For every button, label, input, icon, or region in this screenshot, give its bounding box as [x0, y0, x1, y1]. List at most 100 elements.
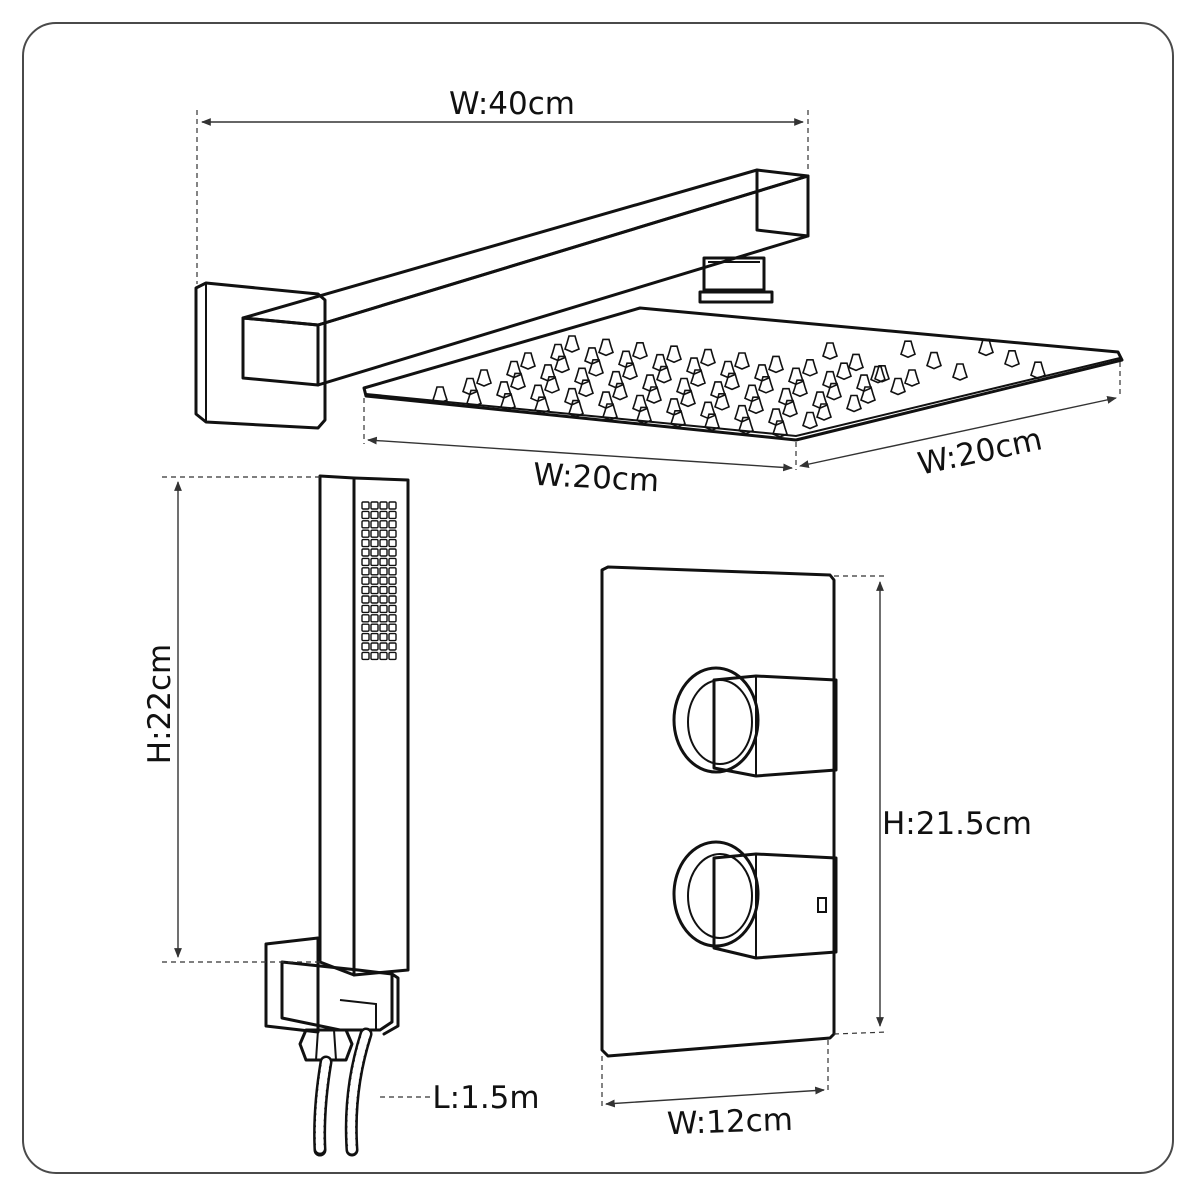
spray-hole: [370, 557, 379, 567]
nozzle: [890, 377, 906, 396]
nozzle: [700, 348, 716, 367]
nozzle: [636, 406, 652, 425]
spray-hole: [379, 557, 388, 567]
nozzle: [836, 362, 852, 381]
nozzle: [734, 404, 750, 423]
nozzle: [676, 377, 692, 396]
valve-width-label: W:12cm: [666, 1102, 793, 1142]
nozzle: [540, 364, 556, 382]
spray-hole: [361, 651, 370, 661]
spray-hole: [379, 604, 388, 614]
nozzle: [666, 398, 682, 416]
spray-hole: [379, 567, 388, 576]
spray-hole: [370, 548, 379, 557]
nozzle: [642, 374, 658, 392]
spray-hole: [388, 642, 397, 651]
nozzle: [904, 369, 920, 387]
spray-hole: [379, 632, 388, 642]
shower-head-nozzles: [432, 335, 1046, 438]
nozzle: [462, 377, 478, 396]
nozzle: [612, 382, 628, 401]
nozzle: [466, 389, 482, 408]
spray-hole: [370, 651, 379, 661]
nozzle: [874, 365, 890, 383]
nozzle: [656, 365, 672, 384]
nozzle: [544, 376, 560, 394]
spray-hole: [370, 529, 379, 538]
nozzle: [822, 370, 838, 389]
nozzle: [550, 343, 566, 362]
shower-arm: [194, 168, 810, 430]
spray-hole: [388, 576, 397, 585]
spray-hole: [370, 604, 379, 614]
spray-hole: [370, 501, 379, 510]
nozzle: [598, 338, 614, 357]
nozzle: [900, 340, 916, 359]
nozzle: [978, 338, 994, 357]
nozzle: [788, 367, 804, 386]
nozzle: [846, 394, 862, 413]
nozzle: [690, 369, 706, 387]
spray-hole: [361, 614, 370, 623]
spray-hole: [388, 585, 397, 595]
nozzle: [680, 389, 696, 408]
nozzle: [496, 381, 512, 399]
spray-hole: [379, 548, 388, 557]
nozzle: [500, 393, 516, 411]
nozzle: [772, 420, 788, 438]
spray-hole: [388, 529, 397, 538]
nozzle: [848, 353, 864, 372]
spray-hole: [388, 604, 397, 614]
spray-hole: [379, 510, 388, 520]
spray-hole: [388, 557, 397, 567]
spray-hole: [388, 520, 397, 529]
nozzle: [564, 387, 580, 406]
spray-hole: [388, 623, 397, 632]
spray-hole: [361, 538, 370, 548]
spray-hole: [370, 520, 379, 529]
spray-hole: [388, 510, 397, 520]
spray-hole: [361, 557, 370, 567]
spray-hole: [379, 651, 388, 661]
spray-hole: [388, 548, 397, 557]
nozzle: [476, 369, 492, 387]
spray-hole: [379, 520, 388, 529]
head-width-front-label: W:20cm: [532, 457, 660, 500]
nozzle: [802, 359, 818, 377]
spray-hole: [388, 632, 397, 642]
nozzle: [598, 391, 614, 409]
spray-hole: [361, 567, 370, 576]
nozzle: [744, 384, 760, 403]
spray-hole: [388, 614, 397, 623]
spray-hole: [361, 595, 370, 604]
nozzle: [748, 396, 764, 415]
nozzle: [652, 353, 668, 372]
nozzle: [724, 372, 740, 391]
nozzle: [782, 399, 798, 418]
nozzle: [568, 399, 584, 418]
spray-hole: [370, 614, 379, 623]
nozzle: [1004, 350, 1020, 368]
nozzle: [646, 386, 662, 404]
spray-hole: [370, 510, 379, 520]
handset-spray-holes: [361, 501, 397, 661]
handset-height-label: H:22cm: [142, 644, 178, 764]
nozzle: [768, 408, 784, 426]
nozzle: [554, 355, 570, 374]
spray-hole: [388, 501, 397, 510]
spray-hole: [361, 642, 370, 651]
rain-shower-head: [362, 306, 1124, 442]
hand-shower: [264, 474, 410, 1157]
spray-hole: [361, 510, 370, 520]
spray-hole: [361, 585, 370, 595]
nozzle: [622, 362, 638, 381]
spray-hole: [370, 585, 379, 595]
spray-hole: [370, 567, 379, 576]
spray-hole: [370, 595, 379, 604]
nozzle: [754, 364, 770, 382]
nozzle: [768, 355, 784, 374]
spray-hole: [370, 576, 379, 585]
nozzle: [704, 413, 720, 432]
valve-height-label: H:21.5cm: [882, 806, 1032, 842]
arm-width-label: W:40cm: [449, 86, 575, 122]
